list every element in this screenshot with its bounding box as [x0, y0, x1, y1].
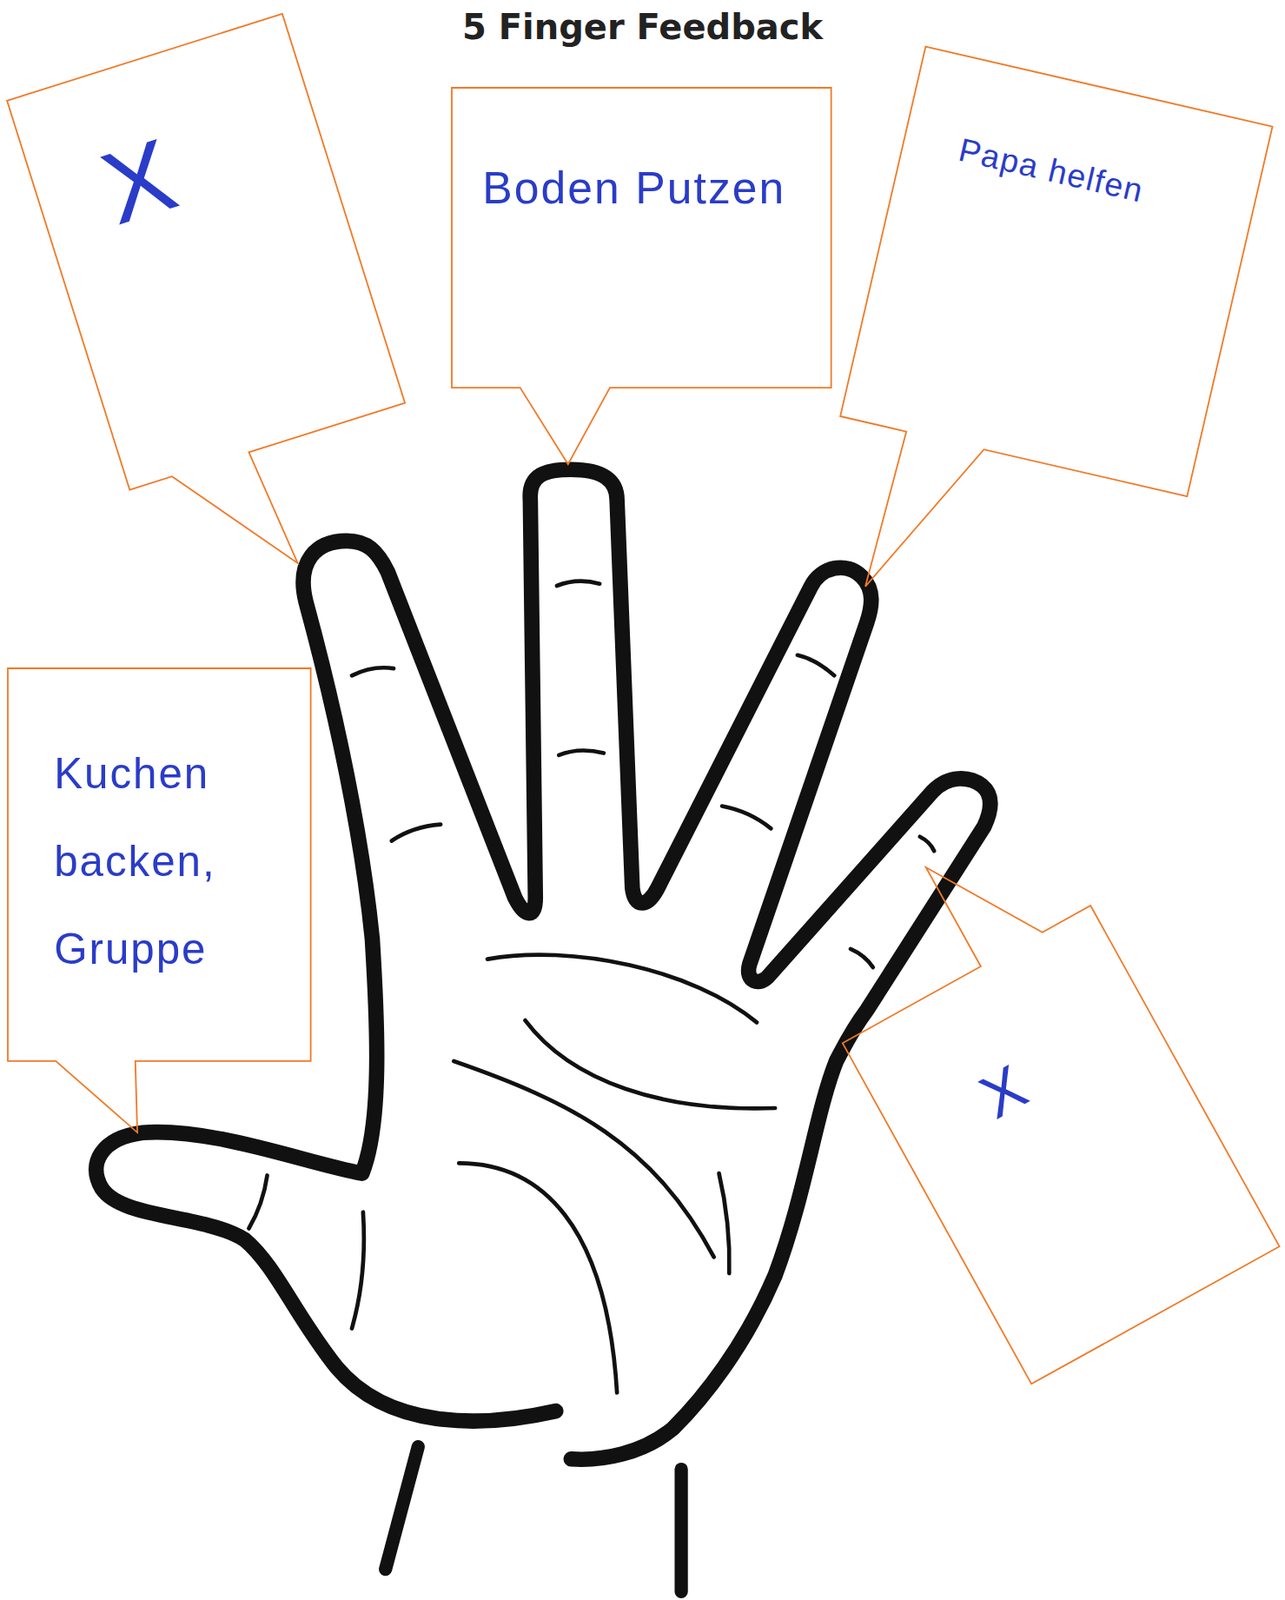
- bubble-border: [6, 13, 442, 605]
- bubble-border: [804, 46, 1273, 652]
- bubble-border: [787, 806, 1279, 1384]
- speech-bubble: Kuchen backen, Gruppe: [7, 668, 312, 1061]
- bubble-outline: [6, 13, 405, 491]
- feedback-text: Boden Putzen: [482, 158, 822, 218]
- crease-lines: [248, 581, 934, 1393]
- speech-bubble: X: [841, 905, 1279, 1384]
- wrist-line: [385, 1446, 419, 1570]
- speech-bubble: Boden Putzen: [451, 87, 832, 388]
- bubble-outline: [840, 46, 1272, 497]
- speech-bubble: Papa helfen: [840, 46, 1272, 497]
- bubble-outline: [841, 905, 1279, 1384]
- bubble-outline: [451, 87, 832, 388]
- speech-bubble: X: [6, 13, 405, 491]
- hand-outline: [96, 469, 991, 1459]
- bubble-border: [7, 668, 312, 1133]
- feedback-text: X: [54, 105, 228, 258]
- bubble-border: [451, 87, 832, 464]
- feedback-text: Papa helfen: [954, 128, 1246, 235]
- feedback-text: X: [952, 1041, 1057, 1140]
- feedback-text: Kuchen backen, Gruppe: [53, 728, 296, 993]
- wrist-line: [674, 1469, 688, 1592]
- page-title: 5 Finger Feedback: [0, 6, 1285, 47]
